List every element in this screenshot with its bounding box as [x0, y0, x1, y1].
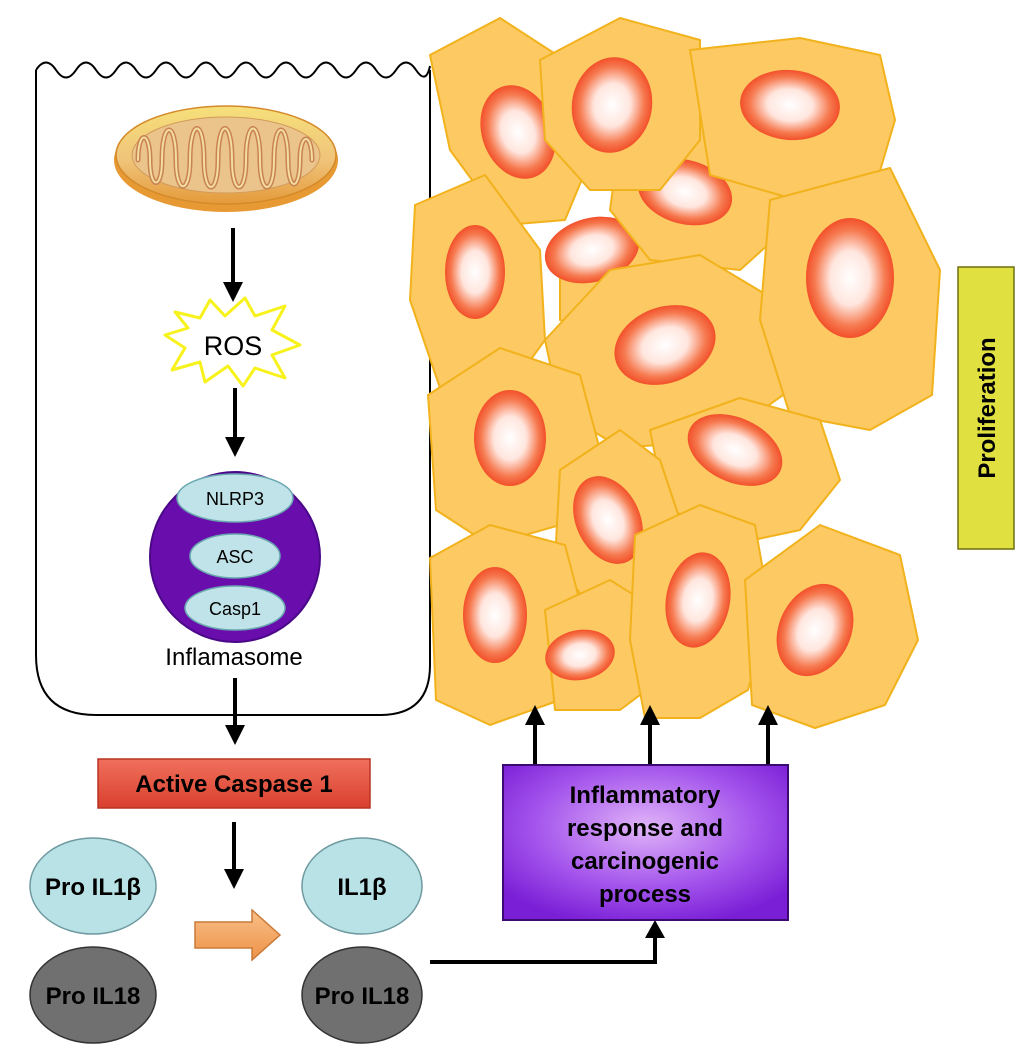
cell-nucleus: [571, 57, 653, 153]
cell-nucleus: [545, 629, 615, 681]
cell-membrane: [35, 61, 431, 716]
cell-nucleus: [474, 390, 546, 486]
process-line-2: response and: [567, 815, 723, 842]
cell-nucleus: [445, 225, 505, 319]
cell-nucleus: [740, 69, 840, 141]
proliferation-label: Proliferation: [974, 337, 1001, 478]
inflammasome-complex: NLRP3 ASC Casp1: [149, 471, 321, 643]
cell-nucleus: [480, 85, 556, 179]
cell-nucleus: [806, 218, 894, 338]
arrow-inflammasome-to-caspase: [225, 678, 245, 745]
cell-nucleus: [573, 476, 643, 564]
mitochondrion-icon: [114, 105, 338, 212]
ros-label: ROS: [204, 331, 263, 361]
cell-nucleus: [665, 552, 731, 648]
process-line-1: Inflammatory: [570, 782, 721, 809]
il1b-label: IL1β: [337, 874, 386, 901]
cell-cluster: [409, 17, 941, 729]
pro-il1b-label: Pro IL1β: [45, 874, 141, 901]
arrow-caspase-down: [224, 822, 244, 889]
nlrp3-label: NLRP3: [206, 489, 264, 509]
inflammatory-process-box: Inflammatory response and carcinogenic p…: [502, 764, 789, 921]
pro-il1b-oval: Pro IL1β: [29, 837, 157, 935]
pro-il18-left-label: Pro IL18: [46, 983, 141, 1010]
process-line-3: carcinogenic: [571, 848, 719, 875]
cell-nucleus: [776, 583, 854, 677]
ros-burst: ROS: [163, 296, 302, 388]
active-caspase-box: Active Caspase 1: [97, 758, 371, 809]
inflammasome-label: Inflamasome: [165, 644, 302, 671]
active-caspase-label: Active Caspase 1: [135, 771, 332, 798]
transform-arrow: [194, 908, 282, 962]
pro-il18-right-label: Pro IL18: [315, 983, 410, 1010]
cell-nucleus: [687, 414, 783, 486]
pro-il18-left-oval: Pro IL18: [29, 946, 157, 1044]
il1b-oval: IL1β: [301, 837, 423, 935]
cell-nucleus: [463, 567, 527, 663]
cell-nucleus: [614, 305, 716, 385]
casp1-label: Casp1: [209, 599, 261, 619]
proliferation-box: Proliferation: [957, 266, 1015, 550]
process-line-4: process: [599, 881, 691, 908]
arrows-process-to-cells: [525, 705, 778, 765]
asc-label: ASC: [216, 547, 253, 567]
cell-nucleus: [544, 216, 640, 284]
connector-il-to-process: [430, 920, 665, 964]
arrow-mito-to-ros: [223, 228, 243, 302]
arrow-ros-to-inflammasome: [225, 388, 245, 457]
pro-il18-right-oval: Pro IL18: [301, 946, 423, 1044]
